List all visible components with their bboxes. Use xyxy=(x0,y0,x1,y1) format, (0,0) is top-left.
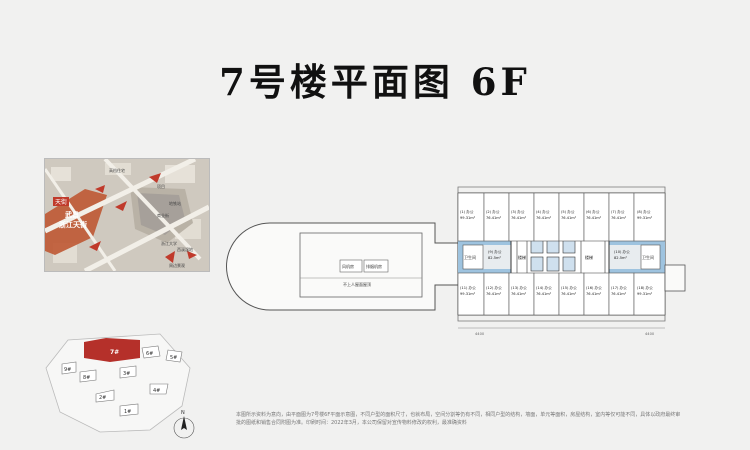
unit-area: 76.41m² xyxy=(611,216,627,220)
unit-label: (9) 办公 xyxy=(488,249,502,254)
unit-area: 76.41m² xyxy=(486,292,502,296)
unit-area: 99.31m² xyxy=(460,292,476,296)
unit-label: (14) 办公 xyxy=(536,285,552,290)
unit-area: 76.41m² xyxy=(486,216,502,220)
loc-label-tianjie: 天街 xyxy=(55,198,67,206)
unit-label: (11) 办公 xyxy=(460,285,476,290)
exhaust-room-label: 排烟机房 xyxy=(366,263,382,269)
unit-label: (4) 办公 xyxy=(536,209,550,214)
unit-area: 76.41m² xyxy=(561,216,577,220)
compass-north-label: N xyxy=(181,410,185,416)
unit-area: 76.41m² xyxy=(611,292,627,296)
unit-area: 76.41m² xyxy=(511,292,527,296)
site-bldg-2: 2# xyxy=(99,395,106,401)
compass: N xyxy=(172,408,196,444)
location-map: 天街 武昌 浙江天街 高档住宅 项目 地铁站 商业街 浙江大学 西溪湿地 周边景… xyxy=(44,158,210,272)
site-bldg-5: 5# xyxy=(170,355,177,361)
loc-label-wuchang: 武昌 xyxy=(65,210,79,219)
unit-area: 76.41m² xyxy=(536,216,552,220)
loc-label-f: 西溪湿地 xyxy=(177,246,193,252)
unit-label: (8) 办公 xyxy=(637,209,651,214)
stair-label-2: 楼梯 xyxy=(585,254,593,260)
loc-label-e: 浙江大学 xyxy=(161,240,177,246)
unit-area: 76.41m² xyxy=(561,292,577,296)
site-bldg-7: 7# xyxy=(110,349,119,356)
site-bldg-4: 4# xyxy=(153,388,160,394)
site-bldg-1: 1# xyxy=(124,409,131,415)
unit-area: 99.31m² xyxy=(637,216,653,220)
unit-label: (7) 办公 xyxy=(611,209,625,214)
restricted-roof-label: 不上人屋面屋顶 xyxy=(343,281,371,287)
unit-label: (6) 办公 xyxy=(586,209,600,214)
floor-plan: 风机房 排烟机房 不上人屋面屋顶 走廊 楼梯 楼梯 卫生间 卫生间 xyxy=(225,181,705,349)
dim-bottom: 4400 xyxy=(475,332,485,336)
unit-label: (15) 办公 xyxy=(561,285,577,290)
fan-room-label: 风机房 xyxy=(342,263,354,269)
footnote-line-2: 批的图纸和销售合同附图为准。印刷时间：2022年3月，本公司保留对宣传物料修改的… xyxy=(236,420,467,426)
unit-label: (3) 办公 xyxy=(511,209,525,214)
unit-label: (1) 办公 xyxy=(460,209,474,214)
loc-label-d: 商业街 xyxy=(157,212,169,218)
site-bldg-3: 3# xyxy=(123,371,130,377)
unit-label: (17) 办公 xyxy=(611,285,627,290)
unit-area: 82.5m² xyxy=(614,256,628,260)
loc-label-b: 项目 xyxy=(157,183,165,189)
footnote: 本图所示资料为意向，由平面图为7号楼6F平面示意图，不同户型的面积尺寸，也就布局… xyxy=(236,411,706,427)
dim-bottom-2: 4400 xyxy=(645,332,655,336)
unit-label: (13) 办公 xyxy=(511,285,527,290)
loc-label-c: 地铁站 xyxy=(169,200,181,206)
unit-area: 99.31m² xyxy=(637,292,653,296)
site-bldg-9: 9# xyxy=(64,367,71,373)
unit-area: 76.41m² xyxy=(586,216,602,220)
unit-label: (5) 办公 xyxy=(561,209,575,214)
unit-area: 99.31m² xyxy=(460,216,476,220)
unit-label: (16) 办公 xyxy=(586,285,602,290)
site-bldg-6: 6# xyxy=(146,351,153,357)
toilet-right-label: 卫生间 xyxy=(642,254,654,260)
page-title: 7号楼平面图 6F xyxy=(219,60,531,104)
unit-area: 76.41m² xyxy=(536,292,552,296)
stair-label: 楼梯 xyxy=(518,254,526,260)
north-arrow-icon xyxy=(181,416,187,430)
unit-area: 76.41m² xyxy=(586,292,602,296)
unit-label: (12) 办公 xyxy=(486,285,502,290)
loc-label-zhejiang-tianjie: 浙江天街 xyxy=(59,220,87,229)
unit-label: (18) 办公 xyxy=(637,285,653,290)
unit-label: (10) 办公 xyxy=(614,249,630,254)
unit-area: 76.41m² xyxy=(511,216,527,220)
unit-label: (2) 办公 xyxy=(486,209,500,214)
footnote-line-1: 本图所示资料为意向，由平面图为7号楼6F平面示意图，不同户型的面积尺寸，也就布局… xyxy=(236,412,681,418)
site-plan: 7# 6# 5# 9# 8# 3# 4# 2# 1# xyxy=(40,328,200,442)
toilet-left-label: 卫生间 xyxy=(464,254,476,260)
unit-area: 82.5m² xyxy=(488,256,502,260)
site-bldg-8: 8# xyxy=(83,375,90,381)
loc-label-a: 高档住宅 xyxy=(109,167,125,173)
loc-label-g: 周边景观 xyxy=(169,262,185,268)
